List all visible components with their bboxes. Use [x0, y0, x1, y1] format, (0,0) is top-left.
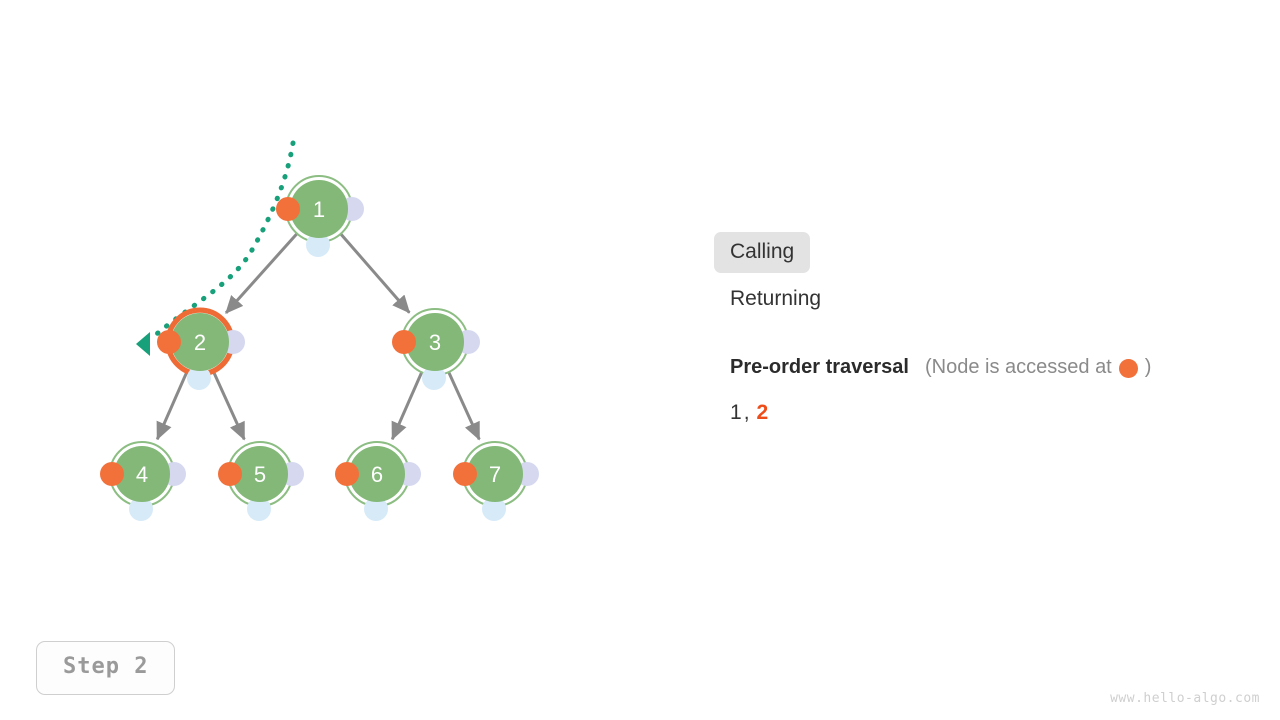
recursion-path-arrowhead-icon [136, 332, 150, 356]
traversal-result-list: 1,2 [730, 401, 1254, 425]
node-label: 7 [489, 462, 501, 487]
node-access-dot-icon [276, 197, 300, 221]
node-access-dot-icon [100, 462, 124, 486]
tree-node-5[interactable]: 5 [218, 441, 304, 521]
tree-node-1[interactable]: 1 [276, 175, 364, 257]
node-label: 1 [313, 197, 325, 222]
tree-node-2[interactable]: 2 [157, 307, 245, 390]
node-label: 4 [136, 462, 148, 487]
watermark: www.hello-algo.com [1110, 691, 1260, 706]
node-bottom-dot-icon [364, 497, 388, 521]
traversal-result-item: 1 [730, 401, 742, 424]
traversal-result-item: 2 [756, 401, 769, 424]
recursion-path-dotted [149, 140, 296, 341]
tree-diagram-panel: 1 2 3 4 5 6 7 [0, 0, 640, 620]
tree-edge [339, 232, 411, 314]
node-circle [349, 446, 405, 502]
state-calling[interactable]: Calling [714, 232, 811, 273]
node-bottom-dot-icon [129, 497, 153, 521]
node-bottom-dot-icon [422, 366, 446, 390]
node-circle [232, 446, 288, 502]
node-bottom-dot-icon [247, 497, 271, 521]
access-marker-icon [1118, 359, 1138, 378]
node-label: 2 [194, 330, 206, 355]
node-label: 3 [429, 330, 441, 355]
node-circle [114, 446, 170, 502]
state-returning[interactable]: Returning [730, 287, 822, 310]
tree-edge [224, 232, 299, 314]
tree-node-4[interactable]: 4 [100, 441, 186, 521]
node-access-dot-icon [335, 462, 359, 486]
node-access-dot-icon [157, 330, 181, 354]
traversal-note-close: ) [1144, 356, 1152, 378]
binary-tree-svg: 1 2 3 4 5 6 7 [100, 140, 539, 521]
traversal-legend: Pre-order traversal (Node is accessed at… [730, 356, 1254, 379]
node-bottom-dot-icon [482, 497, 506, 521]
node-circle [171, 313, 229, 371]
tree-node-3[interactable]: 3 [392, 308, 480, 390]
node-access-dot-icon [453, 462, 477, 486]
tree-node-layer: 1 2 3 4 5 6 7 [100, 175, 539, 521]
tree-edge [155, 371, 189, 441]
node-access-dot-icon [392, 330, 416, 354]
tree-edge [447, 371, 481, 441]
tree-node-7[interactable]: 7 [453, 441, 539, 521]
traversal-result-separator: , [743, 401, 750, 424]
node-access-dot-icon [218, 462, 242, 486]
tree-node-6[interactable]: 6 [335, 441, 421, 521]
state-returning-wrap: Returning [714, 279, 1254, 320]
step-badge: Step 2 [36, 641, 176, 695]
tree-edge-layer [155, 232, 481, 441]
tree-edge [390, 371, 424, 441]
node-circle [290, 180, 348, 238]
node-bottom-dot-icon [306, 233, 330, 257]
node-circle [467, 446, 523, 502]
tree-edge [212, 371, 246, 441]
traversal-title: Pre-order traversal [730, 356, 909, 378]
node-label: 5 [254, 462, 266, 487]
state-calling-wrap: Calling [714, 232, 1254, 273]
node-circle [406, 313, 464, 371]
node-label: 6 [371, 462, 383, 487]
traversal-note: (Node is accessed at [924, 356, 1112, 378]
info-panel: Calling Returning Pre-order traversal (N… [714, 232, 1254, 425]
node-bottom-dot-icon [187, 366, 211, 390]
